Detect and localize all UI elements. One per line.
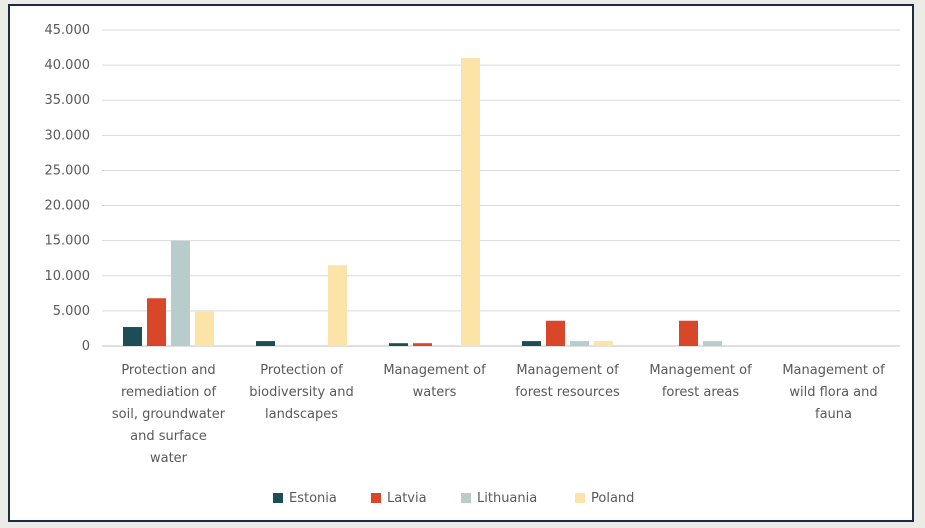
legend-swatch-estonia [273,493,283,503]
bar-lithuania [171,240,190,346]
category-label: Management of [782,363,885,378]
bar-estonia [256,341,275,346]
bar-poland [328,265,347,346]
bar-estonia [522,341,541,346]
category-label: forest resources [515,385,620,400]
category-label: Protection of [260,363,343,378]
category-label: soil, groundwater [112,407,226,422]
y-tick-label: 0 [82,339,90,354]
bar-latvia [147,298,166,346]
category-label: forest areas [662,385,740,400]
y-tick-label: 35.000 [45,93,91,108]
bar-poland [461,58,480,346]
category-label: wild flora and [789,385,877,400]
bar-lithuania [570,341,589,346]
category-label: Protection and [121,363,215,378]
y-tick-label: 20.000 [45,199,91,214]
y-tick-label: 45.000 [45,23,91,38]
bar-latvia [413,343,432,346]
bar-poland [594,341,613,346]
legend-label-poland: Poland [591,491,634,506]
category-label: Management of [383,363,486,378]
bar-estonia [389,343,408,346]
category-label: landscapes [265,407,338,422]
y-tick-label: 10.000 [45,269,91,284]
chart-frame: 0 5.000 10.000 15.000 20.000 25.000 30.000 35.0… [8,4,914,522]
y-tick-label: 25.000 [45,163,91,178]
category-label: water [150,451,188,466]
y-tick-label: 15.000 [45,234,91,249]
category-label: Management of [649,363,752,378]
y-tick-label: 5.000 [53,304,90,319]
legend-label-lithuania: Lithuania [477,491,537,506]
y-tick-label: 40.000 [45,58,91,73]
legend-label-latvia: Latvia [387,491,427,506]
legend-swatch-latvia [371,493,381,503]
bar-poland [195,311,214,346]
category-label: fauna [815,407,852,422]
bar-latvia [546,320,565,346]
y-tick-label: 30.000 [45,128,91,143]
category-label: remediation of [121,385,217,400]
bar-latvia [679,320,698,346]
category-label: Management of [516,363,619,378]
legend-swatch-lithuania [461,493,471,503]
bar-estonia [123,327,142,346]
bar-chart: 0 5.000 10.000 15.000 20.000 25.000 30.000 35.0… [45,23,900,506]
bar-lithuania [703,341,722,346]
legend-label-estonia: Estonia [289,491,337,506]
category-label: biodiversity and [249,385,353,400]
legend-swatch-poland [575,493,585,503]
category-label: waters [413,385,457,400]
category-label: and surface [130,429,207,444]
